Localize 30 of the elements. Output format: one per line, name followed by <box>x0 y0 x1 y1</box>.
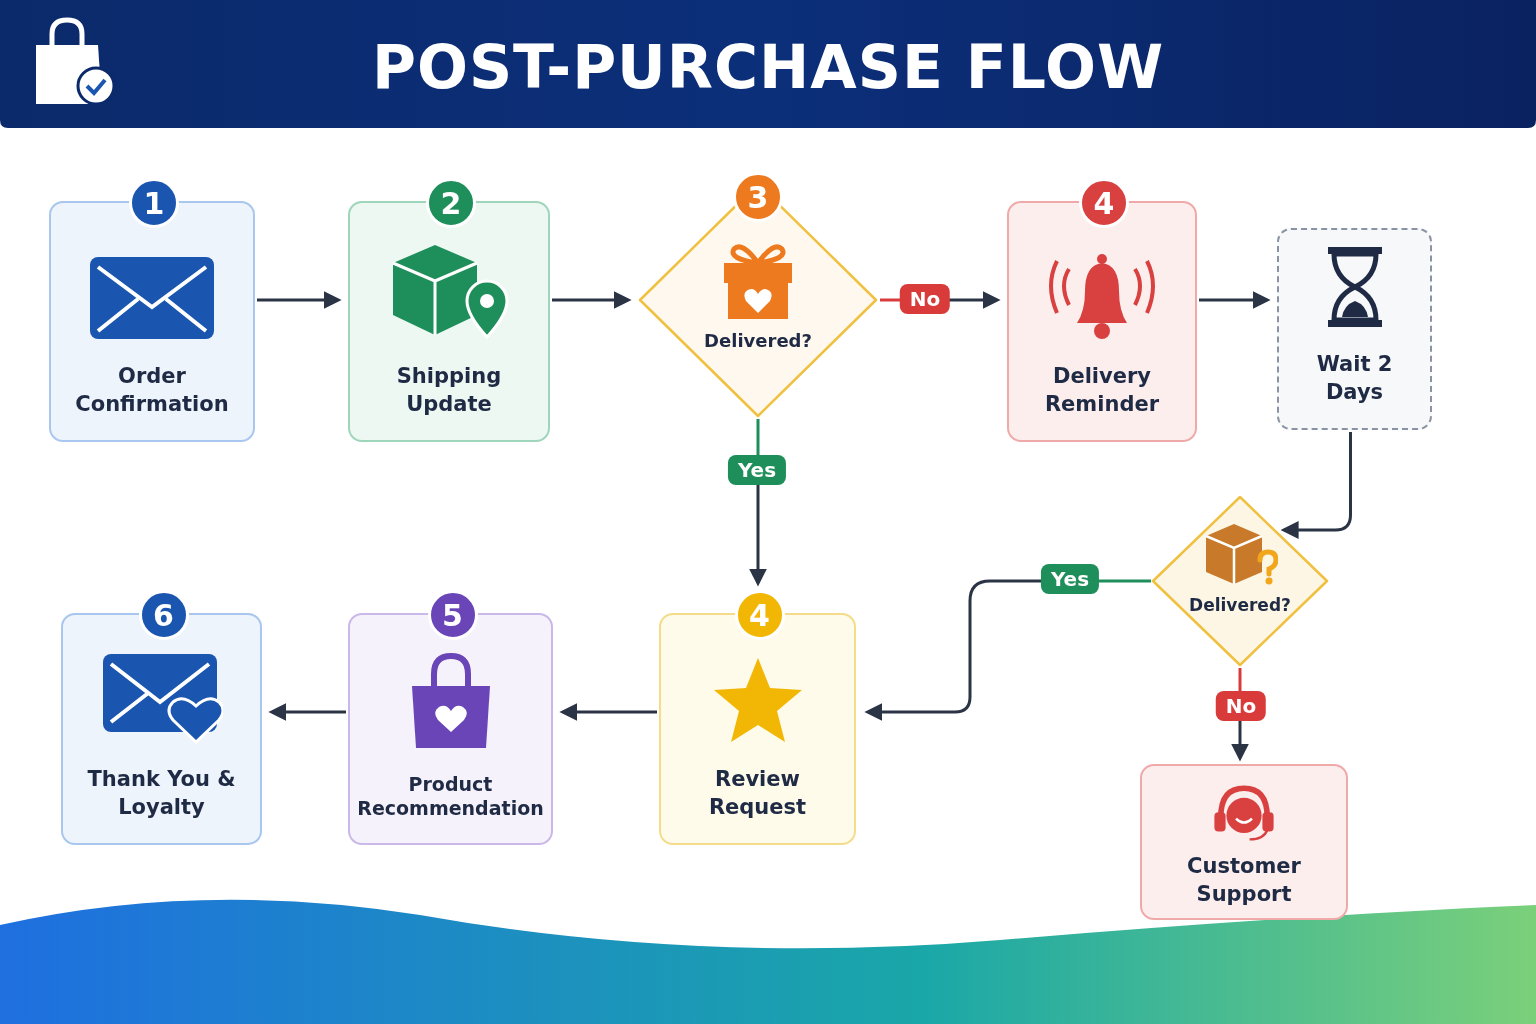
decision-label: Delivered? <box>704 329 812 353</box>
step-label: Product Recommendation <box>356 771 545 821</box>
step-label: Delivery Reminder <box>1043 363 1161 418</box>
step-card <box>1140 764 1348 920</box>
step-label: Order Confirmation <box>74 363 230 418</box>
step-label: Customer Support <box>1186 853 1302 908</box>
edge-label: No <box>899 284 951 314</box>
arrow <box>552 291 632 309</box>
step-number-badge: 5 <box>427 590 478 640</box>
decision-label: Delivered? <box>1189 593 1291 617</box>
step-label: Thank You & Loyalty <box>86 766 237 821</box>
step-number-badge: 3 <box>733 172 783 222</box>
step-number-badge: 6 <box>138 590 189 640</box>
edge-label: Yes <box>1040 564 1100 594</box>
wait-box <box>1277 228 1432 430</box>
step-label: Wait 2 Days <box>1315 351 1394 406</box>
arrow <box>1199 291 1271 309</box>
step-number-badge: 2 <box>426 178 476 228</box>
edge-label: Yes <box>727 455 787 485</box>
title: POST-PURCHASE FLOW <box>370 32 1166 102</box>
step-label: Review Request <box>707 766 808 821</box>
step-number-badge: 4 <box>734 590 785 640</box>
arrow <box>1280 432 1352 539</box>
arrow <box>268 703 346 721</box>
step-label: Shipping Update <box>395 363 503 418</box>
step-number-badge: 4 <box>1079 178 1129 228</box>
arrow <box>559 703 657 721</box>
edge-label: No <box>1215 691 1267 721</box>
step-number-badge: 1 <box>129 178 179 228</box>
arrow <box>257 291 342 309</box>
